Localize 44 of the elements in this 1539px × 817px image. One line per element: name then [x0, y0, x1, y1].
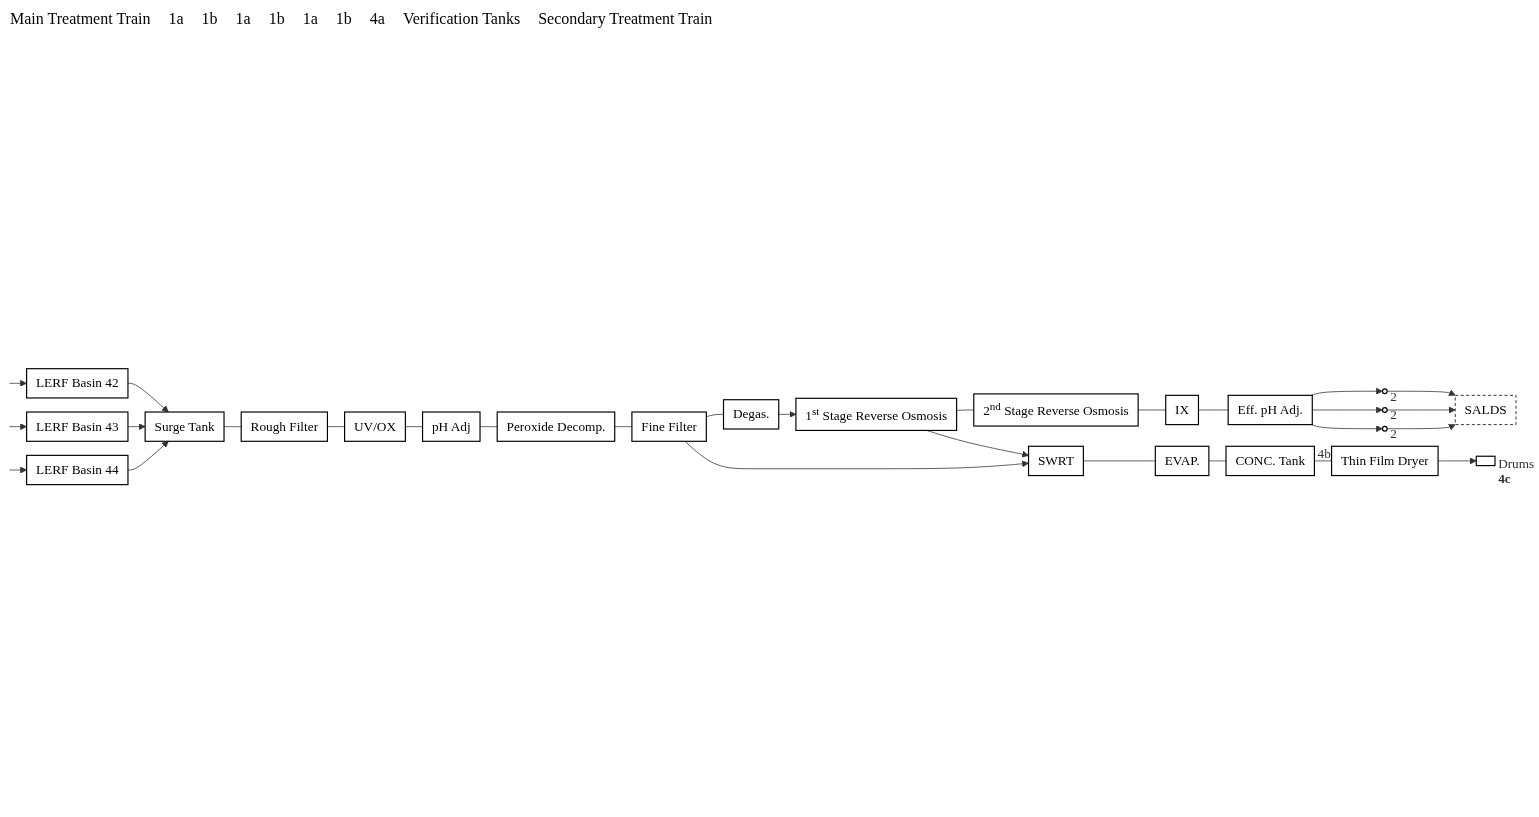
node-box: CONC. Tank	[1225, 445, 1315, 477]
callout-label: Verification Tanks	[402, 10, 521, 28]
node-box: UV/OX	[344, 411, 406, 443]
callout-label: 4a	[369, 10, 385, 28]
callout-label: 1a	[168, 10, 184, 28]
callout-label: 1b	[268, 10, 285, 28]
callout-label: 2	[1390, 407, 1397, 423]
callout-label: 2	[1390, 388, 1397, 404]
connector	[405, 426, 423, 428]
node-box: Fine Filter	[631, 411, 707, 443]
node-circle	[1381, 407, 1388, 414]
callout-label: 1a	[235, 10, 251, 28]
node-box: Degas.	[722, 399, 780, 430]
node-box: 1$^{st}$ Stage Reverse Osmosis	[795, 398, 958, 432]
callout-label: 4b	[1317, 446, 1331, 462]
node-box: EVAP.	[1154, 445, 1210, 477]
node-box: LERF Basin 44	[26, 455, 129, 486]
connector	[327, 426, 345, 428]
connector	[1198, 409, 1229, 411]
node-box: SWRT	[1027, 445, 1084, 477]
callout-label: 2	[1390, 426, 1397, 442]
node-box: LERF Basin 42	[26, 368, 129, 399]
node-box: IX	[1165, 395, 1200, 426]
node-circle	[1381, 388, 1388, 395]
node-box: 2$^{nd}$ Stage Reverse Osmosis	[973, 393, 1139, 427]
node-box: SALDS	[1454, 395, 1517, 426]
callout-label: Drums	[1498, 456, 1535, 472]
node-box: Eff. pH Adj.	[1227, 395, 1313, 426]
callout-label: 1a	[302, 10, 318, 28]
node-box: Rough Filter	[240, 411, 328, 443]
node-circle	[1381, 426, 1388, 432]
node-box: Surge Tank	[144, 411, 225, 443]
node-box: LERF Basin 43	[26, 411, 129, 443]
callout-label: 4c	[1498, 471, 1511, 487]
node-box	[1475, 455, 1496, 467]
callout-label: 1b	[335, 10, 352, 28]
connector	[1314, 460, 1332, 462]
node-box: pH Adj	[421, 411, 481, 443]
connector	[1208, 460, 1227, 462]
node-box: Thin Film Dryer	[1331, 445, 1439, 477]
callout-label: Secondary Treatment Train	[538, 10, 713, 28]
callout-label: Main Treatment Train	[10, 10, 151, 28]
callout-label: 1b	[201, 10, 218, 28]
node-box: Peroxide Decomp.	[496, 411, 616, 443]
